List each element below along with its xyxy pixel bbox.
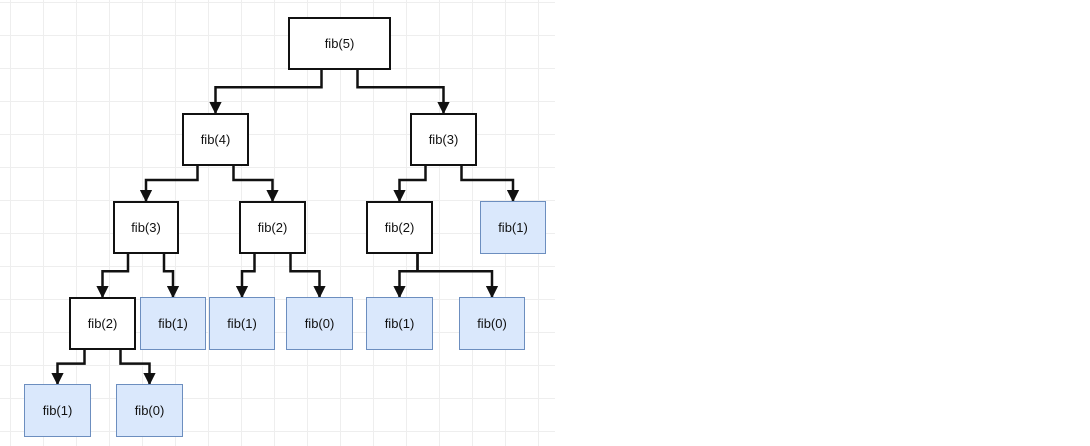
node-fib-2-middle: fib(2) <box>239 201 306 254</box>
leaf-fib-1: fib(1) <box>24 384 91 437</box>
node-fib-2-left: fib(2) <box>69 297 136 350</box>
leaf-fib-1: fib(1) <box>140 297 206 350</box>
edge-arrow <box>162 254 180 299</box>
leaf-fib-1-right: fib(1) <box>480 201 546 254</box>
edge-arrow <box>393 166 427 203</box>
edge-arrow <box>232 166 279 203</box>
edge-arrow <box>119 350 156 386</box>
leaf-fib-0: fib(0) <box>286 297 353 350</box>
leaf-fib-1: fib(1) <box>209 297 275 350</box>
edge-arrow <box>209 70 323 115</box>
node-fib-4: fib(4) <box>182 113 249 166</box>
leaf-fib-1: fib(1) <box>366 297 433 350</box>
node-fib-5: fib(5) <box>288 17 391 70</box>
edge-arrow <box>460 166 520 203</box>
diagram-canvas: fib(5) fib(4) fib(3) fib(3) fib(2) fib(2… <box>0 0 555 446</box>
edge-arrow <box>289 254 326 299</box>
edge-arrow <box>51 350 86 386</box>
edge-arrow <box>356 70 450 115</box>
edge-arrow <box>139 166 199 203</box>
edge-arrow <box>96 254 130 299</box>
edge-arrow <box>235 254 256 299</box>
leaf-fib-0: fib(0) <box>459 297 525 350</box>
node-fib-3-left: fib(3) <box>113 201 179 254</box>
leaf-fib-0: fib(0) <box>116 384 183 437</box>
node-fib-3-right: fib(3) <box>410 113 477 166</box>
edge-arrow <box>393 254 419 299</box>
diagram-edges <box>51 70 520 386</box>
node-fib-2-right: fib(2) <box>366 201 433 254</box>
edge-arrow <box>416 254 499 299</box>
